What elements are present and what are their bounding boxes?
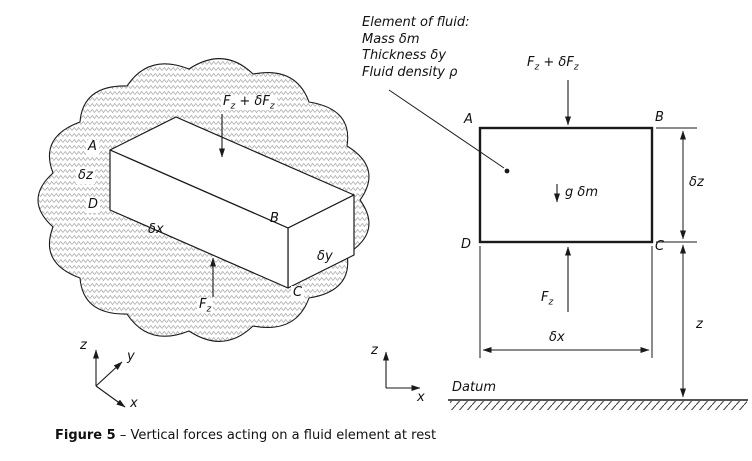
label-datum: Datum <box>452 380 496 395</box>
label-corner-b-right: B <box>655 110 664 125</box>
label-part: + δF <box>235 94 270 109</box>
element-annotation: Element of fluid: Mass δm Thickness δy F… <box>362 15 470 81</box>
label-delta-y-left: δy <box>317 249 333 264</box>
label-delta-z-left: δz <box>76 168 95 184</box>
label-corner-d-left: D <box>86 197 101 213</box>
label-part: F <box>223 94 231 109</box>
label-axis-x-right: x <box>417 390 425 405</box>
annotation-density: Fluid density ρ <box>362 64 458 80</box>
annotation-title: Element of fluid: <box>362 15 470 30</box>
box-front-face <box>109 149 289 289</box>
label-part-sub: z <box>573 62 579 73</box>
label-part-sub: z <box>548 297 554 308</box>
label-z-height: z <box>696 317 703 332</box>
annotation-thickness: Thickness δy <box>362 48 447 63</box>
caption-figure-number: Figure 5 <box>55 428 116 443</box>
label-fz-left: Fz <box>197 297 214 315</box>
caption-text: – Vertical forces acting on a fluid elem… <box>115 428 437 443</box>
label-corner-c-right: C <box>655 239 665 254</box>
fluid-element-rect <box>478 126 654 244</box>
axis-x-arrow <box>95 385 126 408</box>
datum-hatch <box>450 401 747 410</box>
label-part-sub: z <box>230 101 236 112</box>
label-gravity-gdm: g δm <box>565 185 599 200</box>
annotation-mass: Mass δm <box>362 31 420 47</box>
label-axis-z-right: z <box>371 343 378 358</box>
label-corner-c-left: C <box>291 285 305 301</box>
label-fz-right: Fz <box>541 290 554 308</box>
label-delta-x-right: δx <box>549 330 565 345</box>
axes-right <box>383 351 421 391</box>
label-part: F <box>527 55 535 70</box>
label-part: F <box>199 297 207 312</box>
label-part: + δF <box>539 55 574 70</box>
axis-y-arrow <box>95 361 123 387</box>
fluid-element-box <box>109 116 355 289</box>
label-corner-a-right: A <box>464 112 473 127</box>
label-corner-b-left: B <box>270 211 279 226</box>
figure-caption: Figure 5 – Vertical forces acting on a f… <box>55 428 436 443</box>
dimension-extension-lines <box>479 127 697 358</box>
label-part: F <box>541 290 549 305</box>
label-part-sub: z <box>269 101 275 112</box>
label-part-sub: z <box>534 62 540 73</box>
label-part-sub: z <box>206 304 212 315</box>
label-axis-z-left: z <box>80 338 87 353</box>
label-axis-y-left: y <box>127 349 135 364</box>
label-corner-d-right: D <box>461 237 472 252</box>
element-point-dot <box>504 168 510 174</box>
label-axis-x-left: x <box>130 396 138 411</box>
label-delta-z-right: δz <box>689 175 704 190</box>
axes-left <box>93 349 126 408</box>
leader-line <box>388 89 505 169</box>
label-delta-x-left: δx <box>148 222 164 237</box>
label-fz-plus-dfz-right: Fz + δFz <box>527 55 579 73</box>
label-fz-plus-dfz-left: Fz + δFz <box>221 94 277 112</box>
label-corner-a-left: A <box>86 139 99 155</box>
